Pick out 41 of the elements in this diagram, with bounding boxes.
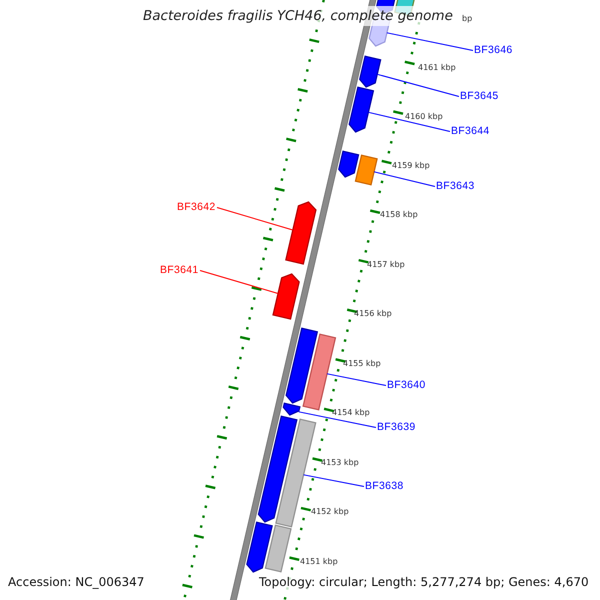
gene-block <box>338 150 360 178</box>
gene-block <box>272 273 300 320</box>
gene-block <box>246 521 273 573</box>
leader-line <box>200 270 279 294</box>
scale-label: 4161 kbp <box>418 63 456 73</box>
gene-bar <box>264 524 292 573</box>
gene-block <box>285 327 318 404</box>
gene-label: BF3640 <box>387 379 426 392</box>
scale-label: 4160 kbp <box>405 112 443 122</box>
leader-line <box>376 74 460 97</box>
gene-label: BF3645 <box>460 90 499 103</box>
scale-label: 4155 kbp <box>343 359 381 369</box>
scale-label: 4157 kbp <box>367 260 405 270</box>
gene-label: BF3642 <box>177 201 216 214</box>
gene-block <box>359 55 382 88</box>
leader-line <box>386 32 474 51</box>
gene-block <box>258 415 298 523</box>
scale-label: bp <box>462 14 472 24</box>
leader-line <box>303 474 364 487</box>
scale-label: 4156 kbp <box>354 309 392 319</box>
gene-bar <box>354 154 378 186</box>
gene-label: BF3646 <box>474 44 513 57</box>
gene-label: BF3641 <box>160 264 199 277</box>
info-text: Accession: NC_006347 <box>8 574 144 591</box>
gene-label: BF3638 <box>365 480 404 493</box>
gene-block <box>285 201 317 265</box>
scale-label: 4154 kbp <box>332 408 370 418</box>
gene-label: BF3644 <box>451 125 490 138</box>
leader-line <box>298 411 376 428</box>
gene-label: BF3639 <box>377 421 416 434</box>
scale-label: 4158 kbp <box>380 210 418 220</box>
leader-line <box>368 112 450 132</box>
leader-line <box>216 207 294 230</box>
scale-label: 4159 kbp <box>392 161 430 171</box>
leader-line <box>326 373 386 386</box>
leader-line <box>374 171 436 187</box>
gene-bar <box>302 333 336 411</box>
gene-block <box>348 86 374 133</box>
gene-label: BF3643 <box>436 180 475 193</box>
scale-label: 4152 kbp <box>311 507 349 517</box>
scale-label: 4151 kbp <box>300 557 338 567</box>
